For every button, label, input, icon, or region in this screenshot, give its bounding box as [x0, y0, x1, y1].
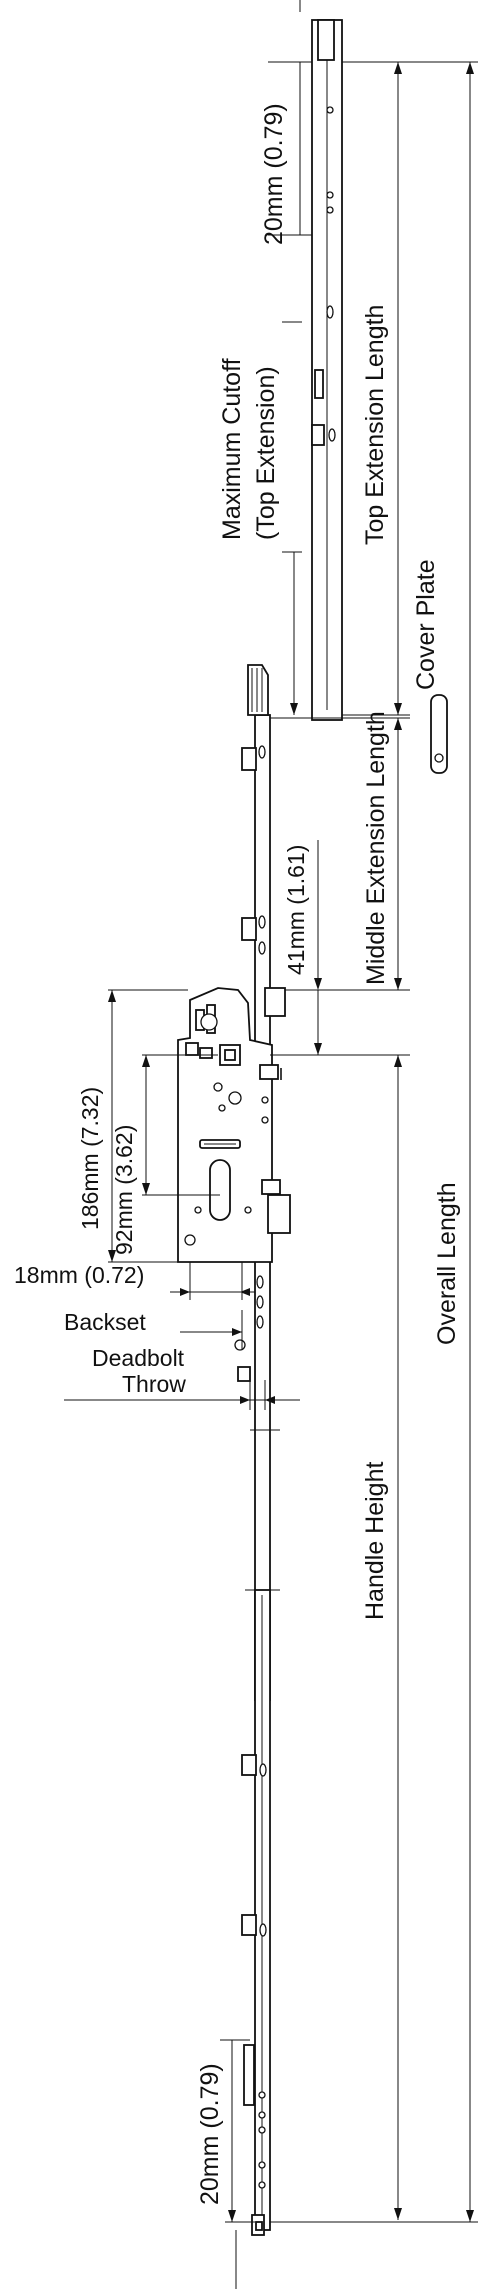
top-extension-length-dimension: Top Extension Length [342, 61, 410, 716]
dim-18mm-label: 18mm (0.72) [14, 1262, 144, 1288]
bottom-dimension-label: 20mm (0.79) [196, 2063, 224, 2205]
deadbolt-throw-label: Throw [122, 1371, 186, 1397]
overall-length-dimension: Overall Length [270, 61, 478, 2223]
dim-92mm-label: 92mm (3.62) [111, 1125, 137, 1255]
dim-186mm-label: 186mm (7.32) [77, 1087, 103, 1230]
dim-41mm-label: 41mm (1.61) [283, 845, 309, 975]
bottom-dimension: 20mm (0.79) [196, 2039, 255, 2223]
backset-label: Backset [64, 1309, 146, 1335]
deadbolt-label: Deadbolt [92, 1345, 185, 1371]
maximum-cutoff-sub-label: (Top Extension) [252, 366, 280, 540]
handle-height-label: Handle Height [361, 1462, 389, 1620]
dim-41mm: 41mm (1.61) [283, 840, 322, 1055]
cover-plate-label: Cover Plate [412, 559, 440, 690]
top-extension-length-label: Top Extension Length [361, 305, 389, 545]
maximum-cutoff-label: Maximum Cutoff [218, 358, 246, 540]
top-dimension: 20mm (0.79) [260, 61, 312, 245]
dim-186mm: 186mm (7.32) [77, 989, 188, 1263]
maximum-cutoff-dimension: Maximum Cutoff (Top Extension) [218, 321, 302, 715]
top-extension-bar [299, 0, 343, 721]
top-dimension-label: 20mm (0.79) [260, 103, 288, 245]
deadbolt-throw-dimension: Deadbolt Throw [64, 1345, 300, 1410]
dim-92mm: 92mm (3.62) [111, 1054, 220, 1255]
bottom-extension-bar [235, 1589, 271, 2289]
overall-length-label: Overall Length [433, 1182, 461, 1345]
cover-plate: Cover Plate [412, 559, 448, 774]
handle-height-dimension: Handle Height [270, 1054, 410, 2220]
backset-dimension: Backset [64, 1309, 243, 1350]
lock-case [177, 987, 291, 1382]
middle-extension-length-label: Middle Extension Length [362, 711, 390, 985]
dim-18mm: 18mm (0.72) [14, 1262, 255, 1300]
middle-extension-length-dimension: Middle Extension Length [270, 711, 410, 991]
